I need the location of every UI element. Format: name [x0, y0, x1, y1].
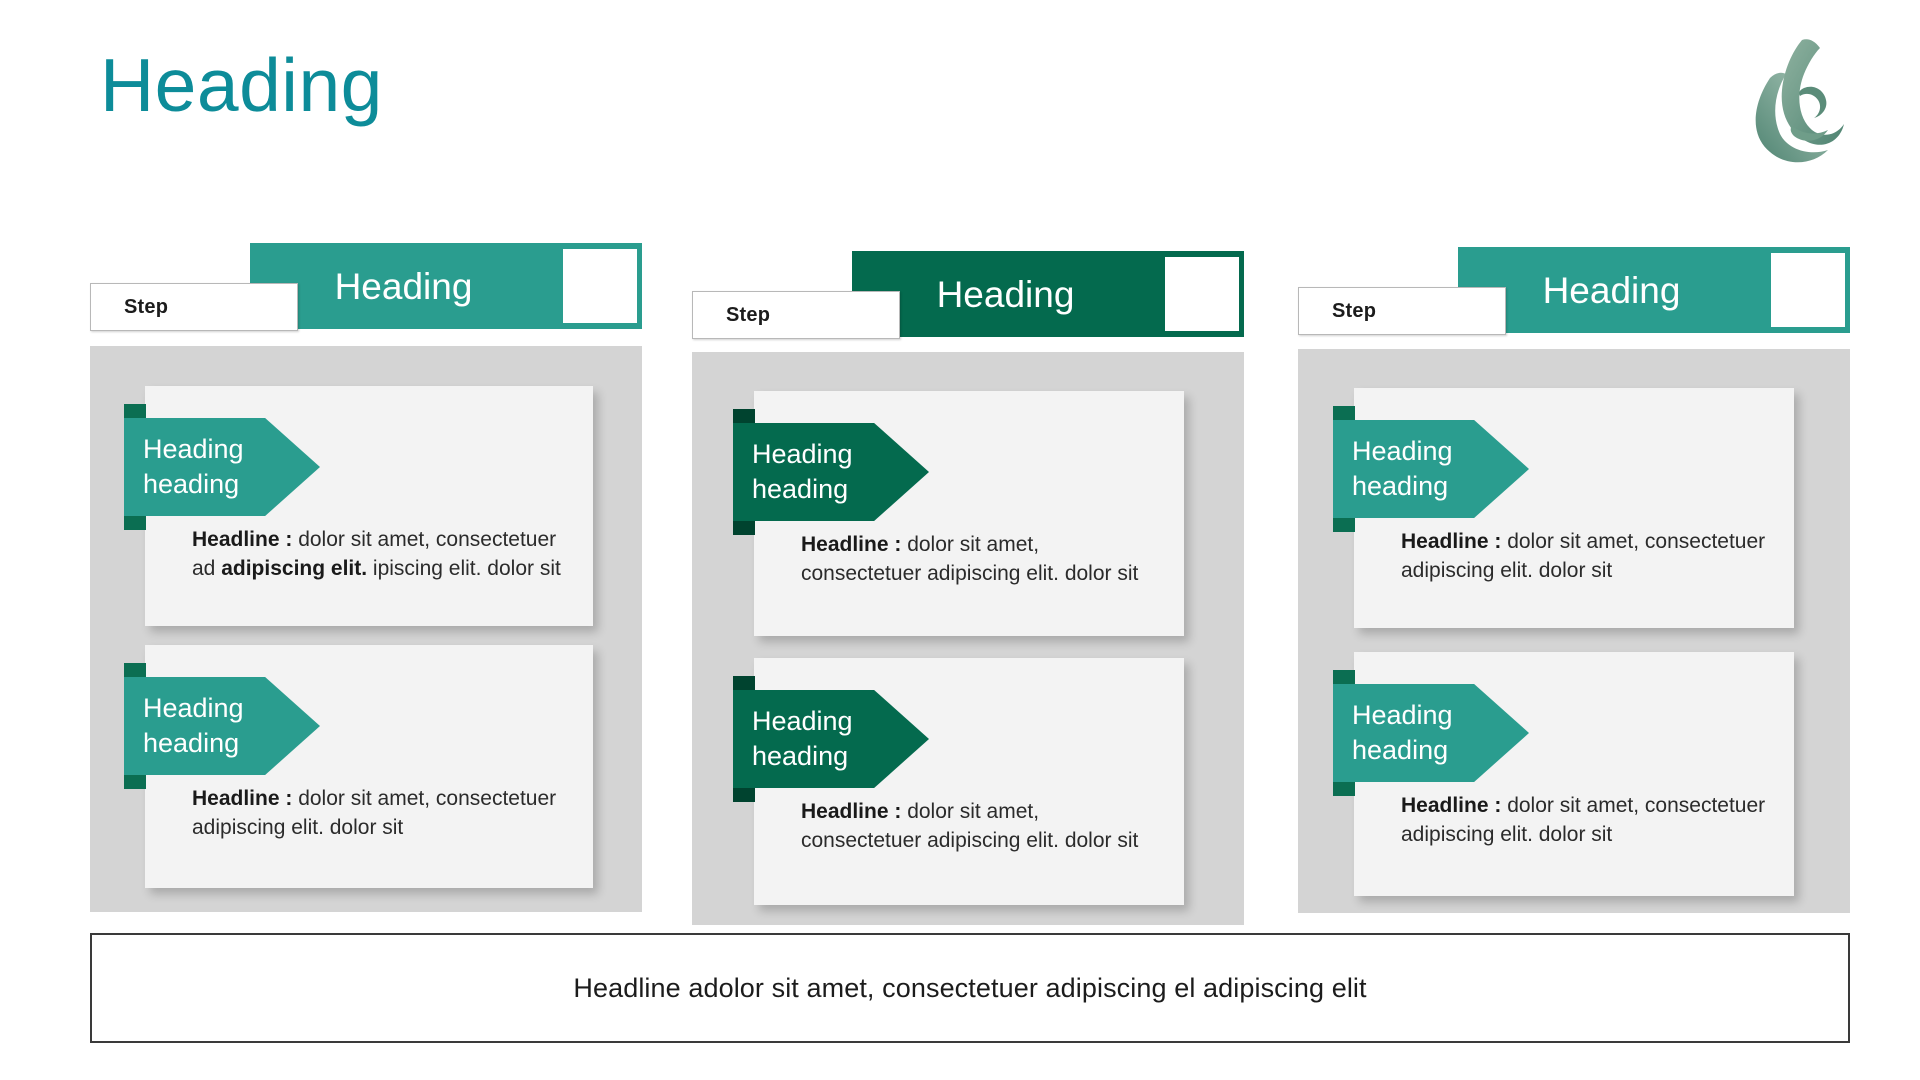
card-lead: Headline : — [192, 528, 293, 551]
column-2-card-2[interactable]: Heading heading Headline : dolor sit ame… — [733, 658, 1184, 905]
column-2-header-title: Heading — [936, 273, 1075, 315]
column-3-header-square — [1771, 253, 1845, 327]
column-2-step-box[interactable]: Step — [692, 291, 900, 339]
column-3-step-label: Step — [1332, 299, 1377, 322]
card-text-a: dolor sit amet, consectetuer adipiscing … — [1401, 530, 1766, 582]
tag-arrow-shape: Heading heading — [733, 690, 929, 788]
column-1-header-bar: Heading — [250, 243, 642, 329]
column-3-card-1[interactable]: Heading heading Headline : dolor sit ame… — [1333, 388, 1794, 628]
column-2-card-2-body: Headline : dolor sit amet, consectetuer … — [801, 798, 1164, 855]
tag-line-2: heading — [1352, 735, 1449, 765]
tag-line-1: Heading — [752, 439, 853, 470]
tag-line-2: heading — [143, 728, 240, 758]
page-title: Heading — [100, 43, 383, 127]
card-text-a: dolor sit amet, consectetuer adipiscing … — [192, 787, 557, 839]
column-1-header-square — [563, 249, 637, 323]
tag-line-1: Heading — [1352, 436, 1453, 467]
card-lead: Headline : — [801, 800, 902, 823]
card-text-a: dolor sit amet, consectetuer adipiscing … — [801, 533, 1139, 585]
column-3-card-2[interactable]: Heading heading Headline : dolor sit ame… — [1333, 652, 1794, 896]
column-3-header-bar: Heading — [1458, 247, 1850, 333]
column-3-header: Heading Step — [1298, 247, 1850, 357]
column-2-step-label: Step — [726, 303, 771, 326]
card-lead: Headline : — [1401, 530, 1502, 553]
column-3-step-box[interactable]: Step — [1298, 287, 1506, 335]
tag-line-1: Heading — [1352, 700, 1453, 731]
bottom-banner: Headline adolor sit amet, consectetuer a… — [90, 933, 1850, 1043]
tag-arrow-shape: Heading heading — [124, 677, 320, 775]
tag-arrow-shape: Heading heading — [124, 418, 320, 516]
card-lead: Headline : — [1401, 794, 1502, 817]
column-3-card-1-body: Headline : dolor sit amet, consectetuer … — [1401, 528, 1774, 585]
card-lead: Headline : — [192, 787, 293, 810]
card-lead: Headline : — [801, 533, 902, 556]
column-1-card-2[interactable]: Heading heading Headline : dolor sit ame… — [124, 645, 593, 888]
bottom-banner-text: Headline adolor sit amet, consectetuer a… — [573, 972, 1367, 1003]
column-3-header-title: Heading — [1542, 269, 1681, 311]
tag-arrow-shape: Heading heading — [1333, 420, 1529, 518]
column-2-header-square — [1165, 257, 1239, 331]
tag-line-2: heading — [143, 469, 240, 499]
tag-line-1: Heading — [143, 434, 244, 465]
column-1-step-label: Step — [124, 295, 169, 318]
column-1-card-1[interactable]: Heading heading Headline : dolor sit ame… — [124, 386, 593, 626]
card-text-a: dolor sit amet, consectetuer adipiscing … — [801, 800, 1139, 852]
column-1-header: Heading Step — [90, 243, 642, 353]
card-text-a: dolor sit amet, consectetuer adipiscing … — [1401, 794, 1766, 846]
tag-arrow-shape: Heading heading — [733, 423, 929, 521]
column-2-header: Heading Step — [692, 251, 1244, 361]
card-text-b: ipiscing elit. dolor sit — [367, 556, 561, 580]
column-1-step-box[interactable]: Step — [90, 283, 298, 331]
tag-line-2: heading — [752, 474, 849, 504]
card-text-emphasis: adipiscing elit. — [221, 556, 368, 580]
tag-line-1: Heading — [752, 706, 853, 737]
tag-line-2: heading — [1352, 471, 1449, 501]
tag-line-2: heading — [752, 741, 849, 771]
tag-arrow-shape: Heading heading — [1333, 684, 1529, 782]
column-2-card-1-body: Headline : dolor sit amet, consectetuer … — [801, 531, 1164, 588]
column-1-card-1-body: Headline : dolor sit amet, consectetuer … — [192, 526, 573, 583]
leaf-droplet-logo — [1730, 30, 1862, 170]
column-1-card-2-body: Headline : dolor sit amet, consectetuer … — [192, 785, 573, 842]
column-3-card-2-body: Headline : dolor sit amet, consectetuer … — [1401, 792, 1774, 849]
column-2-header-bar: Heading — [852, 251, 1244, 337]
card-text-a: dolor sit amet, consectetuer ad — [192, 528, 557, 580]
tag-line-1: Heading — [143, 693, 244, 724]
column-1-header-title: Heading — [334, 265, 473, 307]
column-2-card-1[interactable]: Heading heading Headline : dolor sit ame… — [733, 391, 1184, 636]
